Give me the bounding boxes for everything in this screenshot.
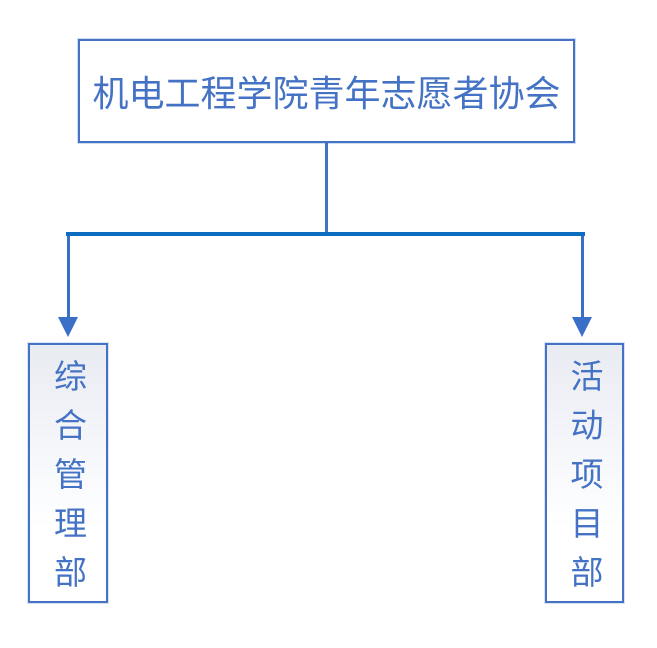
org-root-label: 机电工程学院青年志愿者协会 xyxy=(92,73,561,114)
org-child-label: 综合管理部 xyxy=(49,358,87,604)
org-root-node: 机电工程学院青年志愿者协会 xyxy=(78,39,575,143)
org-child-node-activity-project: 活动项目部 xyxy=(545,343,624,604)
org-child-label: 活动项目部 xyxy=(566,358,603,604)
connector-root-stem xyxy=(325,143,328,234)
connector-horizontal-rail xyxy=(66,232,585,236)
org-child-node-general-management: 综合管理部 xyxy=(28,343,108,604)
connector-right-branch xyxy=(581,236,584,317)
arrow-down-icon xyxy=(572,317,592,337)
connector-left-branch xyxy=(67,236,70,317)
arrow-down-icon xyxy=(58,317,78,337)
